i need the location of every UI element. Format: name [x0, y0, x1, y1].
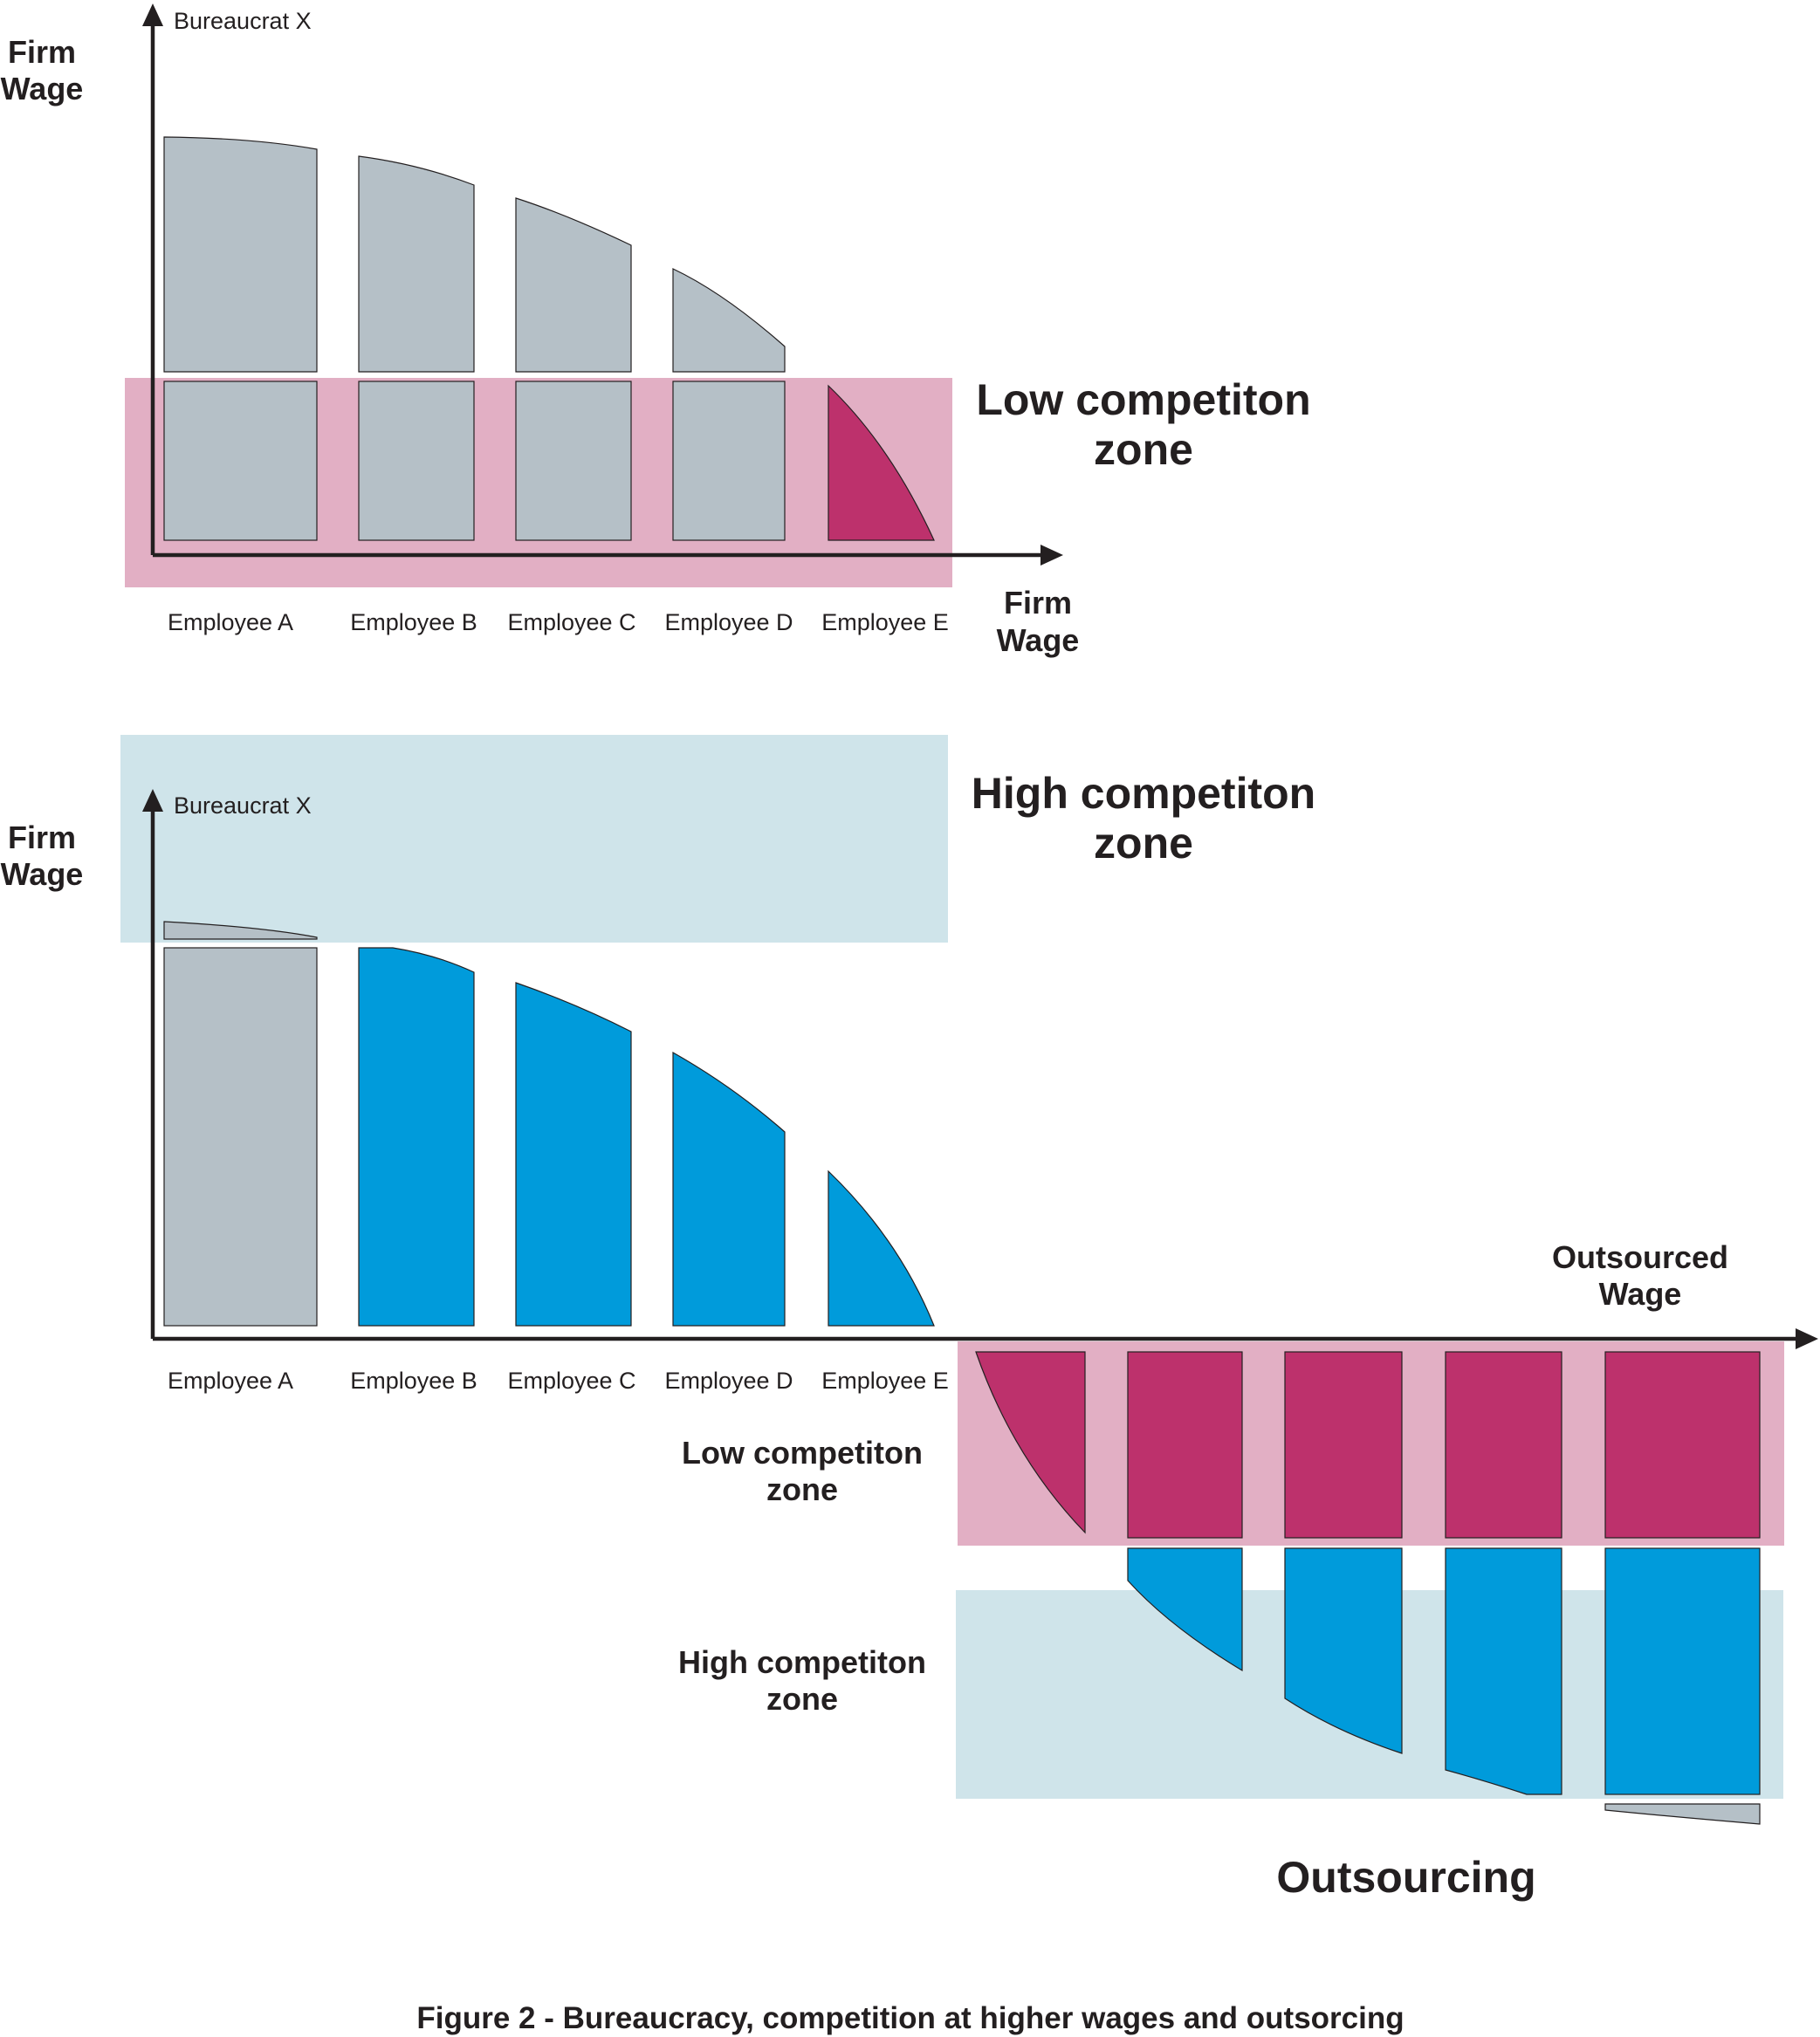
outsourced-wage-label-2: Wage: [1599, 1276, 1682, 1312]
top-employee-c-label: Employee C: [507, 609, 635, 635]
employee-c-upper-block: [515, 197, 632, 373]
outsourcing-label: Outsourcing: [1276, 1853, 1535, 1902]
outsourced-block-1: [975, 1351, 1086, 1534]
bottom-employee-c-label: Employee C: [507, 1368, 635, 1394]
outsourced-blue-block-5: [1604, 1547, 1761, 1795]
top-employee-e-label: Employee E: [821, 609, 949, 635]
top-zone-label-2: zone: [1094, 425, 1193, 474]
employee-a-upper-block: [163, 136, 318, 373]
employee-b-upper-block: [358, 155, 475, 373]
top-x-axis-arrow: [1040, 545, 1063, 566]
bottom-x-axis-arrow: [1796, 1328, 1818, 1349]
top-employee-d-label: Employee D: [664, 609, 793, 635]
top-x-axis-label-1: Firm: [1004, 585, 1072, 621]
top-y-axis-label-2: Wage: [1, 71, 84, 106]
bottom-y-axis-label-2: Wage: [1, 856, 84, 892]
top-diagram: Bureaucrat X Firm Wage Firm Wage Low com…: [1, 3, 1311, 658]
employee-d-upper-block: [672, 268, 786, 373]
top-y-axis-label-1: Firm: [8, 34, 76, 70]
bottom-y-axis-arrow: [142, 789, 163, 812]
outsourced-gray-sliver: [1604, 1803, 1761, 1825]
bottom-employee-a-label: Employee A: [168, 1368, 293, 1394]
employee-c-bar: [515, 982, 632, 1327]
outsourced-block-2: [1127, 1351, 1243, 1539]
top-y-axis-arrow: [142, 3, 163, 26]
top-employee-b-label: Employee B: [350, 609, 477, 635]
outsourced-wage-label-1: Outsourced: [1552, 1239, 1728, 1275]
bottom-employee-d-label: Employee D: [664, 1368, 793, 1394]
outsourced-blue-block-4: [1445, 1547, 1562, 1795]
employee-d-lower-block: [672, 381, 786, 541]
employee-a-bar: [163, 947, 318, 1327]
figure-caption: Figure 2 - Bureaucracy, competition at h…: [416, 2001, 1404, 2035]
bottom-high-zone-label-2: zone: [1094, 819, 1193, 868]
employee-d-bar: [672, 1051, 786, 1327]
bottom-low-zone-label-2: zone: [766, 1471, 838, 1507]
bottom-y-axis-label-1: Firm: [8, 820, 76, 855]
outsourced-blue-block-2: [1127, 1547, 1243, 1672]
employee-e-block: [828, 384, 935, 541]
top-x-axis-label-2: Wage: [997, 622, 1080, 658]
employee-a-bureaucrat-sliver: [163, 921, 318, 940]
bottom-employee-b-label: Employee B: [350, 1368, 477, 1394]
top-bureaucrat-label: Bureaucrat X: [174, 8, 312, 34]
outsourced-block-3: [1284, 1351, 1403, 1539]
bottom-high-zone2-label-2: zone: [766, 1681, 838, 1717]
employee-e-bar: [828, 1169, 935, 1327]
employee-c-lower-block: [515, 381, 632, 541]
outsourced-block-5: [1604, 1351, 1761, 1539]
employee-b-bar: [358, 947, 475, 1327]
outsourced-blue-block-3: [1284, 1547, 1403, 1754]
top-employee-a-label: Employee A: [168, 609, 293, 635]
employee-b-lower-block: [358, 381, 475, 541]
outsourced-block-4: [1445, 1351, 1562, 1539]
employee-a-lower-block: [163, 381, 318, 541]
bottom-high-zone-label-1: High competiton: [972, 769, 1315, 818]
high-competition-zone-top: [120, 735, 948, 943]
top-zone-label-1: Low competiton: [976, 375, 1310, 424]
bottom-low-zone-label-1: Low competiton: [682, 1435, 923, 1471]
bottom-high-zone2-label-1: High competiton: [678, 1644, 926, 1680]
bottom-diagram: Bureaucrat X Firm Wage High competiton z…: [1, 735, 1818, 1902]
bottom-employee-e-label: Employee E: [821, 1368, 949, 1394]
bottom-bureaucrat-label: Bureaucrat X: [174, 792, 312, 819]
